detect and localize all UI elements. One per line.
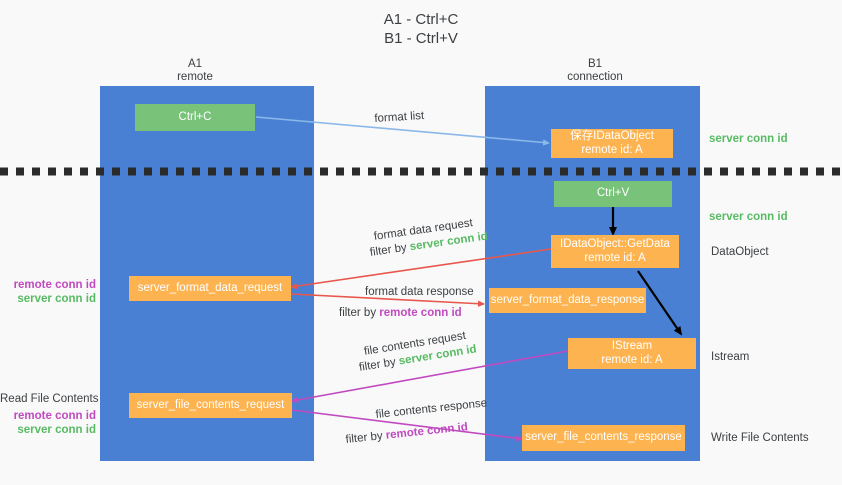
node-server-format-data-request[interactable]: server_format_data_request	[129, 276, 291, 301]
column-b1-name: B1	[587, 58, 603, 70]
column-a1-name: A1	[187, 58, 203, 70]
edge-label-file-contents-response: file contents response	[375, 397, 488, 421]
side-label-left-mid-remote-conn-id: remote conn id	[13, 279, 96, 291]
column-header-b1: B1 connection	[520, 58, 670, 84]
node-save-idataobject-line2: remote id: A	[581, 143, 643, 156]
side-label-write-file-contents: Write File Contents	[711, 432, 809, 444]
filter-value-remote-conn-id: remote conn id	[379, 307, 462, 319]
side-label-dataobject: DataObject	[711, 246, 769, 258]
node-server-file-contents-response-label: server_file_contents_response	[525, 431, 682, 444]
page-title: A1 - Ctrl+C B1 - Ctrl+V	[0, 10, 842, 48]
side-label-read-file-contents: Read File Contents	[0, 393, 99, 405]
side-label-right-top-server-conn-id: server conn id	[709, 133, 788, 145]
filter-prefix: filter by	[369, 241, 411, 259]
edge-label-format-data-response-filter: filter by remote conn id	[339, 306, 462, 320]
node-ctrl-v-label: Ctrl+V	[596, 187, 630, 200]
column-b1-sub: connection	[567, 71, 623, 83]
side-label-left-bot-remote-conn-id: remote conn id	[13, 410, 96, 422]
node-istream-line2: remote id: A	[601, 353, 663, 366]
node-ctrl-c-label: Ctrl+C	[178, 110, 212, 123]
node-istream-line1: IStream	[611, 340, 653, 352]
edge-label-format-data-response: format data response	[365, 286, 474, 298]
side-label-left-mid-server-conn-id: server conn id	[17, 293, 96, 305]
side-label-left-bot-server-conn-id: server conn id	[17, 424, 96, 436]
column-a1-sub: remote	[177, 71, 213, 83]
title-line-2: B1 - Ctrl+V	[384, 30, 458, 47]
node-ctrl-v[interactable]: Ctrl+V	[554, 181, 672, 207]
edge-label-file-contents-response-filter: filter by remote conn id	[345, 420, 468, 447]
node-getdata-line1: IDataObject::GetData	[560, 238, 670, 250]
side-label-right-mid-server-conn-id: server conn id	[709, 211, 788, 223]
node-server-file-contents-request[interactable]: server_file_contents_request	[129, 393, 292, 418]
filter-prefix: filter by	[339, 307, 380, 319]
node-ctrl-c[interactable]: Ctrl+C	[135, 104, 255, 131]
edge-label-format-list: format list	[374, 109, 425, 125]
node-server-format-data-request-label: server_format_data_request	[137, 281, 283, 294]
node-server-format-data-response-label: server_format_data_response	[490, 293, 645, 306]
title-line-1: A1 - Ctrl+C	[383, 11, 459, 28]
node-save-idataobject[interactable]: 保存IDataObject remote id: A	[551, 129, 673, 158]
phase-divider	[0, 167, 842, 176]
column-header-a1: A1 remote	[120, 58, 270, 84]
node-server-file-contents-request-label: server_file_contents_request	[136, 398, 285, 411]
filter-prefix: filter by	[345, 429, 387, 446]
node-getdata[interactable]: IDataObject::GetData remote id: A	[551, 235, 679, 268]
node-server-format-data-response[interactable]: server_format_data_response	[489, 288, 646, 313]
node-save-idataobject-line1: 保存IDataObject	[570, 130, 654, 142]
node-server-file-contents-response[interactable]: server_file_contents_response	[522, 425, 685, 451]
node-istream[interactable]: IStream remote id: A	[568, 338, 696, 369]
side-label-istream: Istream	[711, 351, 750, 363]
filter-value-remote-conn-id: remote conn id	[385, 421, 469, 442]
node-getdata-line2: remote id: A	[584, 251, 646, 264]
